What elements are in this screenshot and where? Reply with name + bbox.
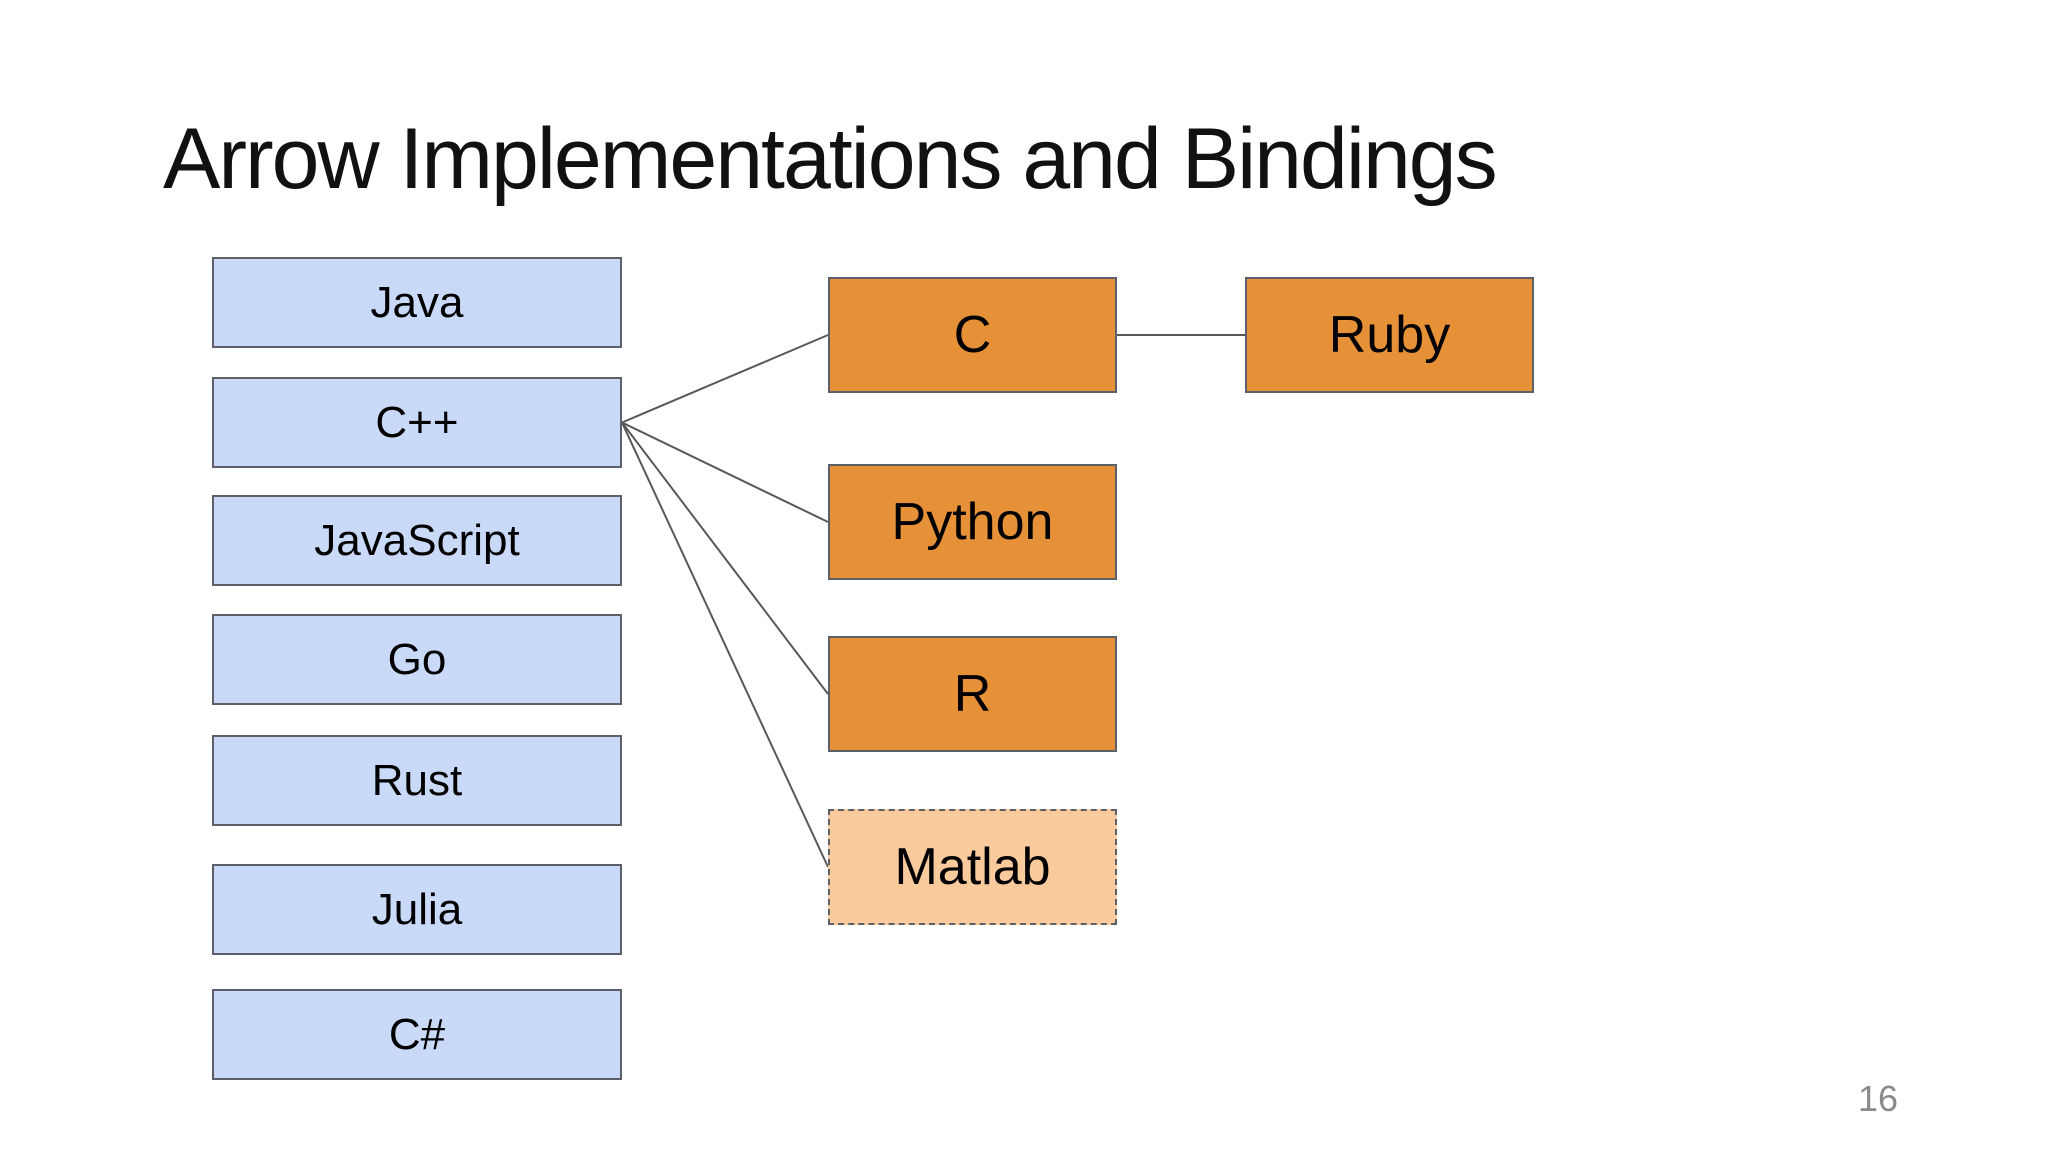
node-java: Java (212, 257, 622, 348)
node-csharp-label: C# (388, 1009, 446, 1059)
node-matlab-label: Matlab (894, 838, 1051, 896)
node-go-label: Go (387, 634, 447, 684)
node-java-label: Java (370, 277, 464, 327)
node-matlab: Matlab (828, 809, 1117, 925)
node-javascript-label: JavaScript (314, 515, 520, 565)
edge-cpp-r (621, 421, 829, 695)
node-cpp-label: C++ (375, 397, 459, 447)
edge-cpp-matlab (621, 422, 829, 868)
edge-cpp-c (621, 334, 829, 424)
node-r: R (828, 636, 1117, 752)
node-c: C (828, 277, 1117, 393)
node-c-label: C (953, 306, 992, 364)
node-javascript: JavaScript (212, 495, 622, 586)
node-ruby: Ruby (1245, 277, 1534, 393)
edge-cpp-python (621, 421, 829, 523)
node-go: Go (212, 614, 622, 705)
node-ruby-label: Ruby (1328, 306, 1451, 364)
page-number: 16 (1858, 1078, 1899, 1119)
node-r-label: R (953, 665, 992, 723)
node-rust: Rust (212, 735, 622, 826)
node-cpp: C++ (212, 377, 622, 468)
node-rust-label: Rust (371, 755, 463, 805)
node-julia-label: Julia (371, 884, 463, 934)
slide-title: Arrow Implementations and Bindings (163, 111, 1498, 207)
node-python: Python (828, 464, 1117, 580)
node-csharp: C# (212, 989, 622, 1080)
node-julia: Julia (212, 864, 622, 955)
node-python-label: Python (891, 493, 1054, 551)
